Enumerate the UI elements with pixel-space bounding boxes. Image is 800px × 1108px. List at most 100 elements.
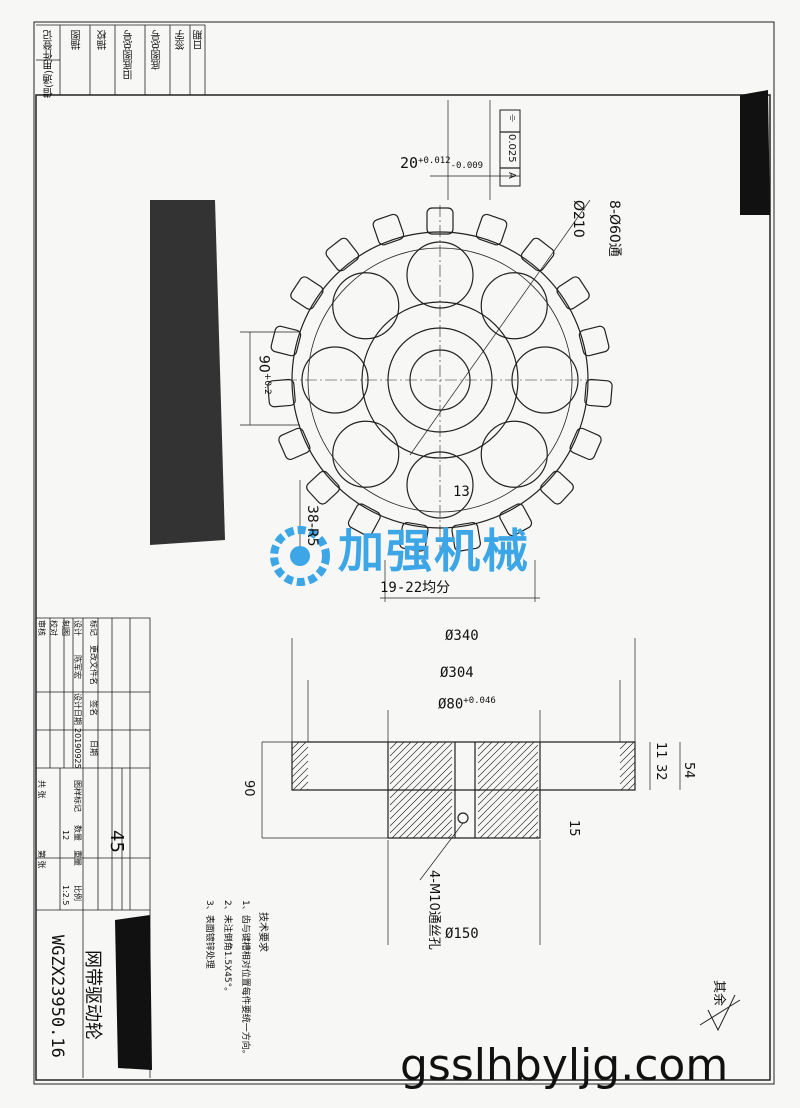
bolt-hole	[332, 420, 400, 488]
tech-req-item: 3、表面镀锌处理	[204, 900, 214, 969]
tb-role: 制图	[61, 620, 70, 636]
hatch-line	[389, 742, 453, 806]
hatch-line	[521, 821, 539, 839]
dim-teeth: 19-22均分	[380, 580, 451, 596]
hatch-line	[619, 754, 636, 771]
hatch-line	[291, 753, 309, 771]
title-block-lines	[35, 617, 151, 1078]
hatch-line	[500, 800, 539, 839]
top-table-cell: 借(通)用件登记	[44, 30, 55, 98]
hatch-line	[528, 828, 539, 839]
top-table-cell: 签字	[176, 30, 187, 50]
hatch-line	[477, 744, 539, 806]
gear-tooth	[540, 470, 574, 505]
gear-tooth	[372, 213, 405, 246]
hatch-line	[619, 768, 636, 785]
hatch-line	[619, 747, 636, 764]
hatch-line	[405, 791, 453, 839]
hatch-line	[412, 798, 453, 839]
dim-d304: Ø304	[440, 665, 474, 681]
gear-tooth	[399, 522, 429, 552]
tb-role: 设计	[73, 620, 82, 636]
top-table-cell: 底图总号	[152, 30, 163, 70]
dim-height: 90+0.2	[255, 355, 272, 395]
gear-tooth	[451, 522, 481, 552]
hatch-line	[627, 782, 636, 791]
dim-d80: Ø80+0.046	[438, 696, 496, 713]
hatch-line	[291, 767, 309, 785]
tb-scale-label: 比例	[73, 885, 82, 901]
dim-h15: 15	[566, 820, 581, 837]
hatch-line	[291, 746, 309, 764]
hatch-line	[493, 793, 539, 839]
gear-tooth	[569, 427, 602, 461]
gear-tooth	[499, 503, 533, 537]
hatch-line	[433, 819, 453, 839]
hatch-line	[620, 775, 636, 791]
gear-tooth	[556, 276, 590, 310]
gear-tooth	[347, 503, 381, 537]
roughness-note: 其余	[711, 980, 726, 1007]
hatch-line	[389, 741, 426, 778]
frame-border	[35, 94, 771, 1081]
hatch-line	[398, 784, 453, 839]
hatch-line	[486, 786, 539, 839]
dim-slot: 13	[453, 484, 470, 500]
tb-qty-label: 数量	[73, 825, 82, 841]
hatch-line	[477, 765, 539, 827]
tb-qty: 12	[61, 830, 70, 841]
redaction-marks	[115, 90, 770, 1070]
hatch-line	[389, 741, 412, 764]
top-table-cell: 描校	[98, 30, 109, 50]
tb-material: 45	[106, 830, 127, 853]
hatch-line	[292, 774, 309, 791]
hatch-line	[389, 756, 453, 820]
gear-front-view	[240, 100, 613, 602]
hatch-line	[535, 835, 539, 839]
tb-weight-label: 重量	[73, 850, 82, 866]
hatch-line	[291, 741, 300, 750]
dim-threads: 4-M10通丝孔	[426, 870, 441, 950]
dim-key-width: 20+0.012-0.009	[400, 154, 484, 172]
hatch-line	[389, 741, 447, 799]
bolt-hole	[332, 272, 400, 340]
hatch-line	[389, 770, 453, 834]
dim-tooth-radius: 38-R5	[304, 505, 320, 547]
hatch-line	[477, 741, 528, 792]
top-table-cell: 日期	[194, 30, 205, 50]
dim-d340: Ø340	[445, 628, 479, 644]
dim-holes: 8-Ø60通	[606, 200, 622, 257]
hatch-line	[477, 751, 539, 813]
hatch-line	[389, 741, 440, 792]
tb-part-name: 网带驱动轮	[82, 950, 103, 1040]
hatch-line	[477, 741, 535, 799]
dim-h54: 54	[681, 762, 696, 779]
bolt-hole	[480, 272, 548, 340]
hatch-line	[477, 741, 507, 771]
tolerance-symbol: ⌯	[507, 114, 518, 122]
gear-tooth	[520, 237, 555, 272]
tolerance-value: 0.025	[506, 134, 517, 163]
top-table-lines	[36, 24, 206, 95]
website-text: gsslhbyljg.com	[400, 1040, 729, 1091]
tb-sheet-no: 第 张	[37, 850, 46, 869]
hatch-line	[389, 763, 453, 827]
tb-header: 日期	[89, 740, 98, 756]
tb-scale: 1:2.5	[61, 885, 70, 906]
tb-drawing-no: WGZX23950.16	[47, 935, 67, 1058]
top-table-cell: 描图	[72, 30, 83, 50]
hatch-line	[419, 805, 453, 839]
dim-h90: 90	[241, 780, 256, 797]
hatch-line	[477, 772, 539, 834]
hatch-line	[306, 788, 309, 791]
tech-req-title: 技术要求	[257, 912, 268, 952]
dim-pcd: Ø210	[570, 200, 586, 238]
tb-date: 20190925	[73, 728, 82, 769]
dim-h32: 32	[653, 764, 668, 781]
watermark-logo	[270, 526, 330, 586]
tb-header: 更改文件名	[89, 645, 98, 685]
hatch-line	[477, 758, 539, 820]
tb-designer: 陈军宏	[73, 655, 82, 679]
